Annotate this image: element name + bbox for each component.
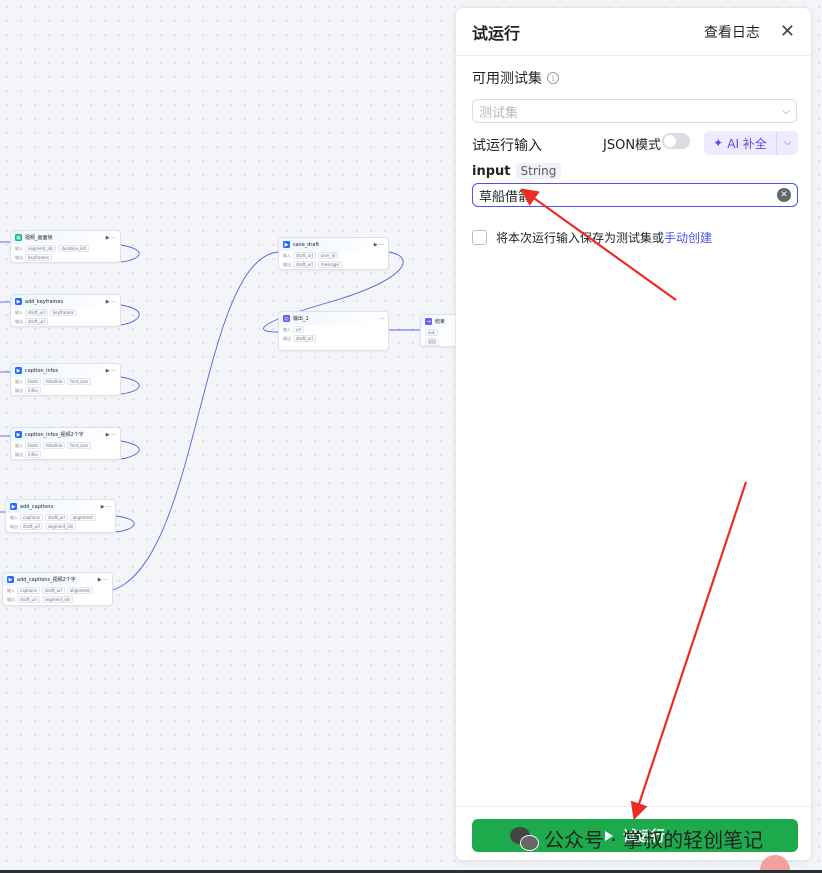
node-output-row: 返回 — [421, 337, 459, 346]
node-icon: ▶ — [7, 576, 14, 583]
node-icon: ⇥ — [425, 318, 432, 325]
input-type-tag: String — [515, 163, 562, 179]
node-icon: ▶ — [10, 503, 17, 510]
input-value-field[interactable]: 草船借箭 ✕ — [472, 183, 798, 207]
node-controls-icon[interactable]: ▶ ··· — [105, 367, 116, 374]
save-test-set-text: 将本次运行输入保存为测试集或手动创建 — [496, 231, 713, 245]
node-title: 结束 — [435, 319, 446, 325]
node-controls-icon[interactable]: ▶ ··· — [105, 234, 116, 241]
test-set-select[interactable]: 测试集 ⌵ — [472, 99, 797, 123]
node-title: add_keyframes — [25, 298, 64, 305]
ai-complete-dropdown-chevron-icon[interactable]: ⌵ — [776, 131, 798, 155]
node-title: add_captions_视频2个字 — [17, 577, 76, 583]
ai-complete-button-group: ✦ AI 补全 ⌵ — [704, 131, 798, 155]
clear-icon[interactable]: ✕ — [777, 188, 791, 202]
manual-create-link[interactable]: 手动创建 — [664, 231, 713, 245]
panel-header: 试运行 查看日志 ✕ — [456, 8, 811, 56]
sparkle-icon: ✦ — [713, 136, 724, 150]
panel-title: 试运行 — [472, 23, 521, 43]
node-title: 输出_1 — [293, 316, 309, 322]
node-title: caption_infos_视频2个字 — [25, 432, 84, 438]
save-test-set-checkbox[interactable] — [472, 230, 487, 245]
json-mode-label: JSON模式 — [603, 138, 662, 153]
node-icon: ▶ — [15, 298, 22, 305]
avatar[interactable] — [760, 855, 790, 873]
test-set-label: 可用测试集 i — [472, 68, 559, 88]
node-controls-icon[interactable]: ▶ ··· — [105, 298, 116, 305]
info-icon[interactable]: i — [547, 72, 559, 84]
bottom-edge — [0, 870, 822, 873]
wechat-icon — [510, 826, 539, 851]
view-log-button[interactable]: 查看日志 — [703, 24, 760, 41]
play-icon — [605, 830, 613, 841]
test-run-panel: 试运行 查看日志 ✕ 可用测试集 i 测试集 ⌵ 试运行输入 JSON模式 ✦ … — [455, 7, 812, 861]
node-title: caption_infos — [25, 367, 59, 374]
save-test-set-row: 将本次运行输入保存为测试集或手动创建 — [472, 229, 712, 246]
workflow-node-end[interactable]: ⇥ 结束 out 返回 — [420, 314, 460, 347]
test-set-placeholder: 测试集 — [479, 105, 519, 121]
node-icon: ▶ — [15, 367, 22, 374]
input-param-label: input String — [472, 163, 562, 179]
node-controls-icon[interactable]: ▶ ··· — [105, 431, 116, 438]
node-input-row: out — [421, 328, 459, 337]
node-title: save_draft — [293, 241, 320, 248]
node-controls-icon[interactable]: ▶ ··· — [97, 576, 108, 583]
node-controls-icon[interactable]: ▶ ··· — [373, 241, 384, 248]
ai-complete-button[interactable]: ✦ AI 补全 — [713, 136, 767, 151]
run-input-label: 试运行输入 — [472, 138, 542, 154]
node-icon: ◎ — [283, 315, 290, 322]
node-controls-icon[interactable]: ··· — [379, 315, 384, 322]
node-icon: ▦ — [15, 234, 22, 241]
input-param-name: input — [472, 163, 511, 179]
watermark: 公众号 · 掌叔的轻创笔记 — [510, 824, 763, 853]
close-icon[interactable]: ✕ — [779, 20, 795, 42]
node-icon: ▶ — [283, 241, 290, 248]
node-title: 视频_画面帧 — [25, 235, 53, 241]
node-title: add_captions — [20, 503, 54, 510]
json-mode-toggle[interactable] — [662, 133, 690, 149]
node-icon: ▶ — [15, 431, 22, 438]
input-value-text: 草船借箭 — [479, 189, 532, 205]
node-controls-icon[interactable]: ▶ ··· — [100, 503, 111, 510]
chevron-down-icon: ⌵ — [782, 105, 790, 117]
